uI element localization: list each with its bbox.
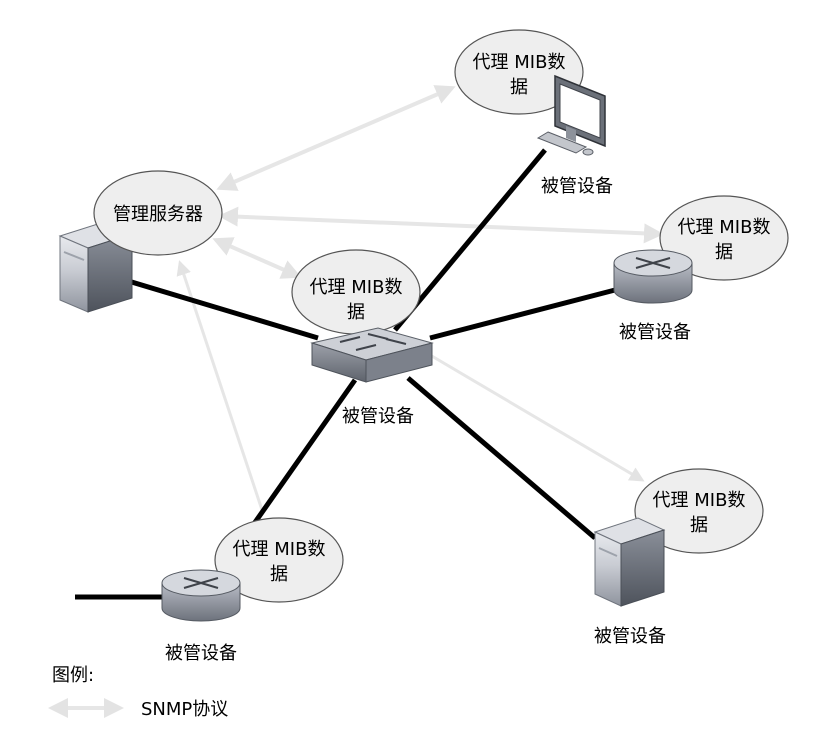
- snmp-arrows: [176, 85, 664, 511]
- server-right-label: 被管设备: [594, 626, 666, 647]
- legend-title: 图例:: [52, 665, 94, 686]
- switch-icon: [310, 327, 434, 383]
- computer-bubble-line1: 代理 MIB数: [473, 52, 566, 73]
- link-manager-switch: [124, 277, 319, 341]
- legend: 图例: SNMP协议: [48, 665, 228, 720]
- router-right-bubble: 代理 MIB数 据: [659, 195, 789, 281]
- router-left-bubble-line2: 据: [270, 564, 288, 585]
- switch-center-label: 被管设备: [342, 406, 414, 427]
- server-icon: [593, 517, 666, 607]
- router-icon: [613, 249, 693, 304]
- router-right-bubble-line1: 代理 MIB数: [678, 217, 771, 238]
- server-right-bubble-line1: 代理 MIB数: [653, 490, 746, 511]
- manager-bubble-text: 管理服务器: [113, 204, 203, 225]
- link-switch-server-right: [406, 376, 597, 540]
- legend-snmp-label: SNMP协议: [141, 699, 228, 720]
- snmp-arrow-manager-router-right: [218, 206, 664, 244]
- snmp-arrow-manager-computer: [216, 85, 456, 191]
- computer-bubble-line2: 据: [510, 77, 528, 98]
- monitor-icon: [536, 74, 606, 156]
- router-right-label: 被管设备: [619, 322, 691, 343]
- switch-center-bubble: 代理 MIB数 据: [291, 249, 421, 335]
- server-right-bubble: 代理 MIB数 据: [634, 468, 764, 554]
- computer-label: 被管设备: [541, 176, 613, 197]
- link-switch-computer: [393, 148, 547, 332]
- snmp-arrow-switch-server-right: [424, 350, 645, 482]
- switch-center-bubble-line2: 据: [347, 302, 365, 323]
- snmp-arrow-router-left-manager: [176, 260, 264, 511]
- router-left-bubble: 代理 MIB数 据: [214, 517, 344, 603]
- computer-bubble: 代理 MIB数 据: [454, 29, 584, 115]
- link-switch-router-right: [429, 287, 616, 341]
- router-left-bubble-line1: 代理 MIB数: [233, 539, 326, 560]
- router-icon: [161, 569, 241, 622]
- server-right-bubble-line2: 据: [690, 515, 708, 536]
- snmp-arrow-manager-switch: [212, 237, 302, 279]
- manager-bubble: 管理服务器: [93, 170, 223, 256]
- router-left-label: 被管设备: [165, 643, 237, 664]
- router-right-bubble-line2: 据: [715, 242, 733, 263]
- switch-center-bubble-line1: 代理 MIB数: [310, 277, 403, 298]
